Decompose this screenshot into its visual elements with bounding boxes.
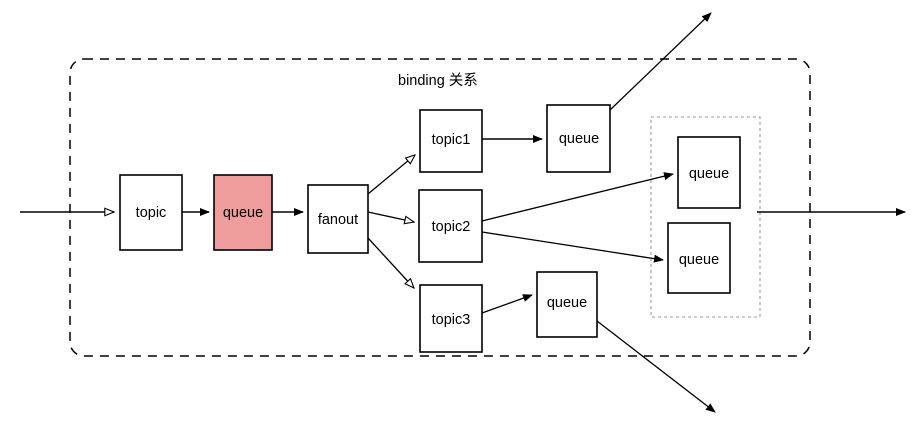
node-topic2[interactable]: topic2: [418, 189, 483, 263]
node-queue-in-label: queue: [223, 205, 263, 221]
edge-queue-exit-up-right: [609, 12, 712, 111]
node-queue-topic3-box[interactable]: [536, 271, 598, 338]
node-topic3[interactable]: topic3: [419, 284, 483, 353]
node-queue-group-1-label: queue: [689, 166, 729, 182]
node-queue-topic3[interactable]: queue: [536, 271, 598, 338]
edge-topic2-to-group-queue-2: [481, 231, 664, 263]
outer-boundary: [69, 58, 811, 357]
node-queue-in[interactable]: queue: [213, 174, 273, 251]
node-queue-group-2-box[interactable]: [667, 222, 731, 294]
node-queue-topic3-label: queue: [547, 295, 587, 311]
node-topic3-box[interactable]: [419, 284, 483, 353]
node-topic1-label: topic1: [432, 132, 471, 148]
node-queue-topic1-box[interactable]: [546, 104, 611, 173]
edge-fanout-to-topic2: [367, 211, 414, 222]
node-queue-topic1-label: queue: [559, 131, 599, 147]
edge-topic3-to-queue: [481, 294, 533, 314]
node-topic-label: topic: [136, 205, 167, 221]
node-topic2-box[interactable]: [418, 189, 483, 263]
node-topic3-label: topic3: [432, 312, 471, 328]
node-queue-group-1[interactable]: queue: [677, 136, 741, 209]
binding-group-title: binding 关系: [398, 72, 478, 89]
edge-topic2-to-group-queue-1: [481, 172, 674, 222]
node-topic2-label: topic2: [432, 219, 471, 235]
node-topic[interactable]: topic: [119, 174, 183, 251]
node-topic-box[interactable]: [119, 174, 183, 251]
edge-fanout-to-topic1: [367, 155, 415, 195]
edge-fanout-to-topic3: [367, 237, 414, 288]
node-queue-topic1[interactable]: queue: [546, 104, 611, 173]
node-topic1-box[interactable]: [419, 109, 483, 173]
node-queue-group-2[interactable]: queue: [667, 222, 731, 294]
node-queue-in-box[interactable]: [213, 174, 273, 251]
node-queue-group-1-box[interactable]: [677, 136, 741, 209]
consumer-group-boundary: [650, 116, 761, 318]
node-topic1[interactable]: topic1: [419, 109, 483, 173]
node-fanout[interactable]: fanout: [307, 184, 369, 254]
node-fanout-box[interactable]: [307, 184, 369, 254]
edge-queue-exit-down-right: [596, 320, 716, 413]
node-queue-group-2-label: queue: [679, 252, 719, 268]
node-fanout-label: fanout: [318, 212, 358, 228]
